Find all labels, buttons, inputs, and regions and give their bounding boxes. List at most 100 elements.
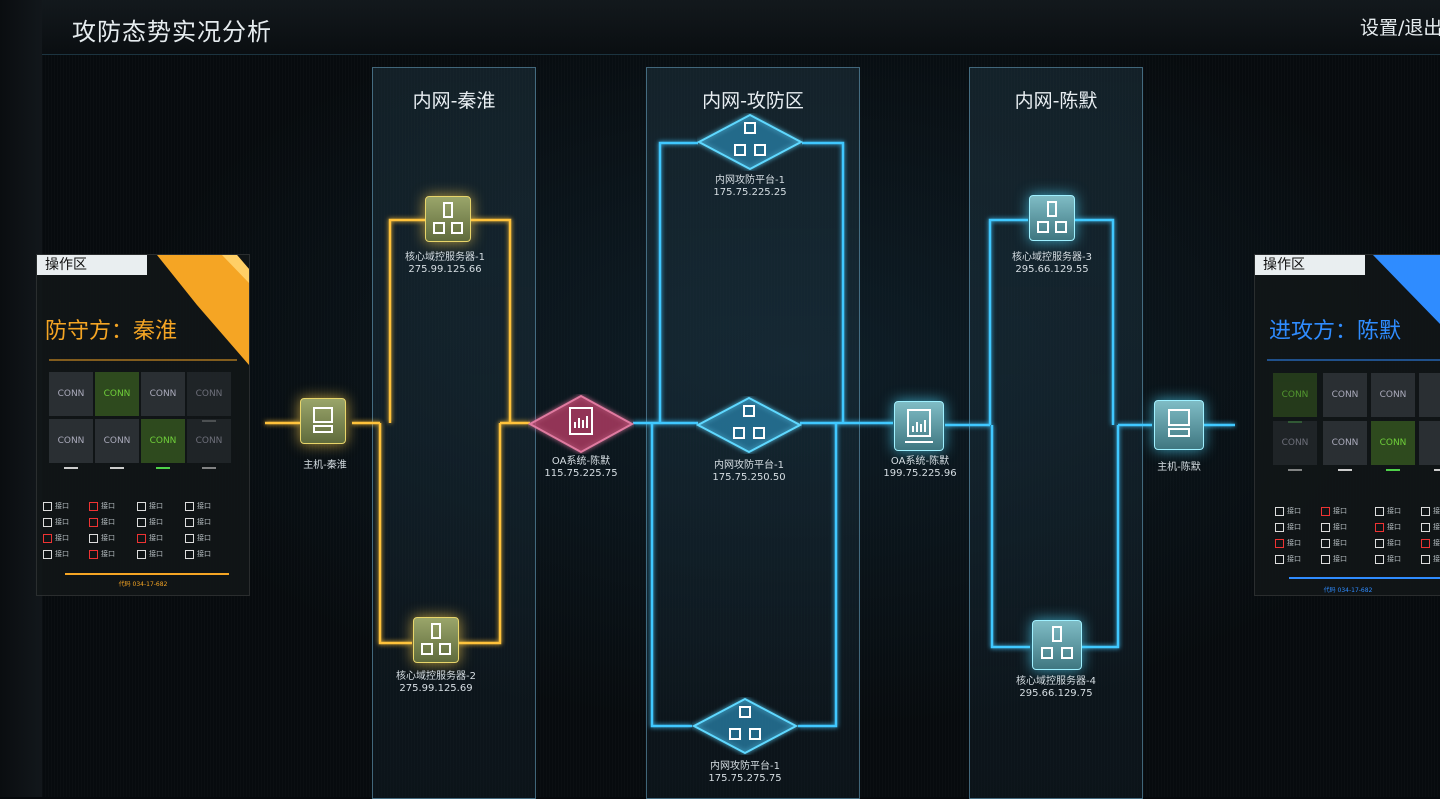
node-label: 核心域控服务器-4 [1016,676,1096,687]
port-item[interactable]: 接口 [89,549,115,559]
server-icon [413,617,459,663]
port-item[interactable]: 接口 [137,501,163,511]
port-label: 接口 [1387,539,1401,547]
conn-tile[interactable]: CONN [187,372,231,422]
defender-title: 防守方：秦淮 [45,319,178,344]
node-ip: 175.75.225.25 [713,187,787,198]
port-label: 接口 [1433,555,1440,563]
port-item[interactable]: 接口 [137,517,163,527]
conn-tile[interactable]: CONN [49,419,93,469]
conn-label: CONN [149,389,177,399]
port-item[interactable]: 接口 [1421,538,1440,548]
port-item[interactable]: 接口 [1421,522,1440,532]
port-item[interactable]: 接口 [185,517,211,527]
port-item[interactable]: 接口 [1375,506,1401,516]
zone-chenmo: 内网-陈默 [969,67,1143,799]
port-label: 接口 [101,534,115,542]
port-item[interactable]: 接口 [1375,522,1401,532]
conn-tile[interactable]: CONN [1371,421,1415,471]
port-label: 接口 [197,534,211,542]
conn-tile[interactable]: CONN [1273,373,1317,423]
port-item[interactable]: 接口 [1321,522,1347,532]
node-label: OA系统-陈默 [890,456,950,467]
port-label: 接口 [1287,507,1301,515]
port-item[interactable]: 接口 [185,533,211,543]
settings-logout-link[interactable]: 设置/退出 [1360,17,1440,39]
port-label: 接口 [1287,539,1301,547]
conn-tile[interactable]: CONN [95,419,139,469]
port-item[interactable]: 接口 [1275,554,1301,564]
node-label: 内网攻防平台-1 [710,761,780,772]
node-label: 内网攻防平台-1 [715,175,785,186]
conn-tile[interactable] [1419,373,1440,423]
port-label: 接口 [1333,523,1347,531]
conn-label: CONN [1281,390,1309,400]
port-label: 接口 [1287,523,1301,531]
port-item[interactable]: 接口 [185,501,211,511]
port-item[interactable]: 接口 [137,533,163,543]
panel-footer-code: 代码 034-17-682 [118,581,168,588]
node-label: OA系统-陈默 [551,456,611,467]
port-item[interactable]: 接口 [1275,506,1301,516]
app-title: 攻防态势实况分析 [72,18,272,46]
conn-label: CONN [103,389,131,399]
conn-label: CONN [1379,438,1407,448]
port-label: 接口 [101,550,115,558]
chart-tablet-icon [528,394,634,454]
panel-tag: 操作区 [1255,255,1365,275]
conn-label: CONN [195,436,223,446]
node-label: 核心域控服务器-1 [405,252,485,263]
panel-footer-code: 代码 034-17-682 [1323,587,1373,594]
port-item[interactable]: 接口 [1275,522,1301,532]
conn-tile[interactable]: CONN [187,419,231,469]
port-item[interactable]: 接口 [1375,538,1401,548]
port-item[interactable]: 接口 [89,533,115,543]
network-icon [692,697,798,755]
port-item[interactable]: 接口 [1321,506,1347,516]
port-item[interactable]: 接口 [1375,554,1401,564]
zone-title: 内网-秦淮 [412,90,496,112]
network-icon [697,113,803,171]
port-label: 接口 [149,502,163,510]
defender-links [265,218,530,645]
conn-tile[interactable]: CONN [141,372,185,422]
port-item[interactable]: 接口 [1275,538,1301,548]
conn-tile[interactable] [1419,421,1440,471]
port-item[interactable]: 接口 [43,533,69,543]
conn-label: CONN [103,436,131,446]
node-label: 内网攻防平台-1 [714,460,784,471]
port-item[interactable]: 接口 [1321,538,1347,548]
port-item[interactable]: 接口 [1421,506,1440,516]
conn-tile[interactable]: CONN [49,372,93,422]
attacker-links [633,141,1235,728]
conn-tile[interactable]: CONN [1323,373,1367,423]
port-item[interactable]: 接口 [1421,554,1440,564]
node-ip: 275.99.125.66 [408,264,482,275]
port-item[interactable]: 接口 [89,517,115,527]
port-label: 接口 [55,518,69,526]
port-item[interactable]: 接口 [43,517,69,527]
port-label: 接口 [1333,555,1347,563]
port-item[interactable]: 接口 [43,549,69,559]
port-item[interactable]: 接口 [1321,554,1347,564]
port-item[interactable]: 接口 [89,501,115,511]
node-ip: 199.75.225.96 [883,468,957,479]
conn-label: CONN [1379,390,1407,400]
node-ip: 175.75.250.50 [712,472,786,483]
defender-panel: 操作区 防守方：秦淮 CONN CONN CONN CONN CONN CONN… [36,254,250,596]
conn-tile[interactable]: CONN [1273,421,1317,471]
conn-tile[interactable]: CONN [1323,421,1367,471]
port-item[interactable]: 接口 [185,549,211,559]
conn-tile[interactable]: CONN [1371,373,1415,423]
port-label: 接口 [1287,555,1301,563]
port-item[interactable]: 接口 [137,549,163,559]
conn-tile[interactable]: CONN [95,372,139,422]
port-label: 接口 [1433,523,1440,531]
conn-tile[interactable]: CONN [141,419,185,469]
port-label: 接口 [1433,507,1440,515]
port-item[interactable]: 接口 [43,501,69,511]
port-label: 接口 [1433,539,1440,547]
port-label: 接口 [101,502,115,510]
panel-tag: 操作区 [37,255,147,275]
port-label: 接口 [197,502,211,510]
